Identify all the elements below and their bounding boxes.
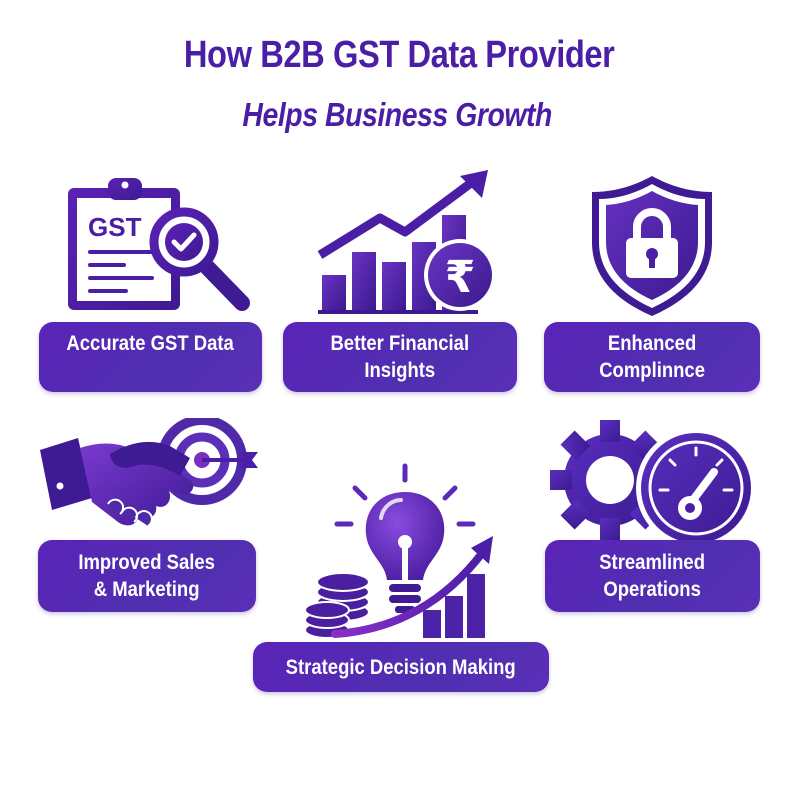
benefit-label-improved-sales-marketing: Improved Sales & Marketing <box>38 540 256 612</box>
benefit-label-strategic-decision-making: Strategic Decision Making <box>253 642 549 692</box>
page-subtitle: Helps Business Growth <box>242 96 552 133</box>
page-title: How B2B GST Data Provider <box>183 34 615 76</box>
lightbulb-coins-growth-icon <box>305 463 493 639</box>
rupee-symbol: ₹ <box>445 252 476 303</box>
benefit-label-enhanced-compliance: Enhanced Complinnce <box>544 322 760 392</box>
benefit-label-streamlined-operations: Streamlined Operations <box>545 540 760 612</box>
benefit-label-better-financial-insights: Better Financial Insights <box>283 322 517 392</box>
handshake-target-icon <box>40 418 258 527</box>
benefit-label-accurate-gst-data: Accurate GST Data <box>39 322 262 392</box>
growth-chart-rupee-icon: ₹ <box>317 170 496 314</box>
clipboard-magnifier-check-icon: GST <box>68 178 250 311</box>
gear-speedometer-icon <box>550 420 756 542</box>
shield-lock-icon <box>592 176 712 316</box>
gst-text: GST <box>88 212 142 242</box>
